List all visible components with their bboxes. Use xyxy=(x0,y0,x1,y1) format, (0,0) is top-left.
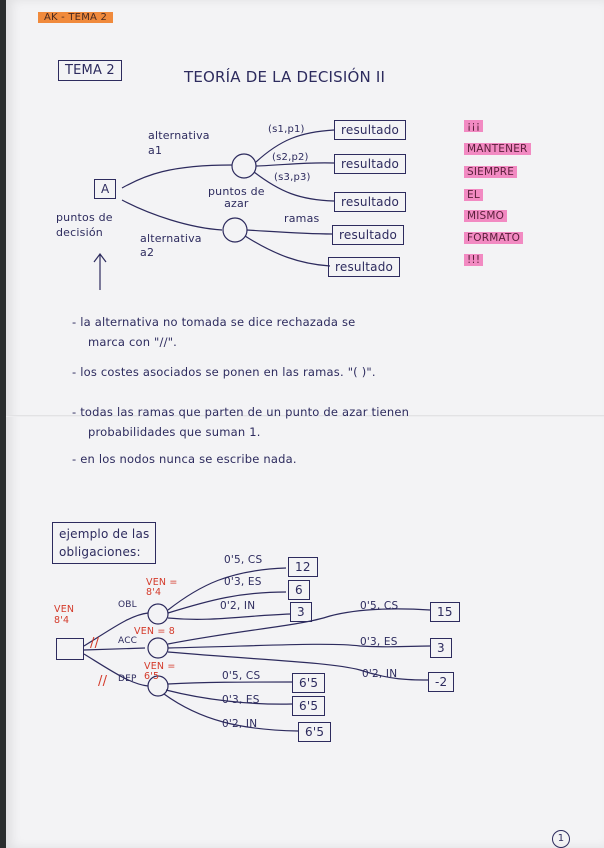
ven-acc: VEN = 8 xyxy=(134,626,176,637)
reminder-2: SIEMPRE xyxy=(464,166,518,178)
label-acc: ACC xyxy=(118,636,138,646)
note-4: - en los nodos nunca se escribe nada. xyxy=(72,452,297,466)
reject-mark-dep: // xyxy=(98,674,108,689)
obl-value-2: 6 xyxy=(288,580,310,600)
reminder-4: MISMO xyxy=(464,210,508,222)
notebook-page xyxy=(6,0,604,848)
obl-value-3: 3 xyxy=(290,602,312,622)
header-tag: AK - TEMA 2 xyxy=(38,12,114,23)
alt2-branch xyxy=(121,199,223,231)
chance-node-acc xyxy=(147,637,169,659)
acc-value-2: 3 xyxy=(430,638,452,658)
obl-branch-label-3: 0'2, IN xyxy=(220,600,256,612)
dep-branch-label-2: 0'3, ES xyxy=(222,694,260,706)
label-ramas: ramas xyxy=(284,212,320,225)
reject-mark-acc: // xyxy=(90,636,100,651)
branch-label-1: (s1,p1) xyxy=(268,124,305,135)
result-box-4: resultado xyxy=(332,225,405,245)
dep-branch-label-3: 0'2, IN xyxy=(222,718,258,730)
reminder-0: ¡¡¡ xyxy=(464,120,484,132)
reminder-6: !!! xyxy=(464,254,484,266)
reminder-1: MANTENER xyxy=(464,143,531,155)
dep-value-3: 6'5 xyxy=(298,722,332,742)
branch-label-2: (s2,p2) xyxy=(272,152,309,163)
chance-node-obl xyxy=(147,603,169,625)
note-3: - todas las ramas que parten de un punto… xyxy=(72,405,410,439)
note-2: - los costes asociados se ponen en las r… xyxy=(72,365,376,379)
page-fold xyxy=(6,415,604,417)
acc-branch-label-2: 0'3, ES xyxy=(360,636,398,648)
dep-value-2: 6'5 xyxy=(292,696,326,716)
acc-branch-label-1: 0'5, CS xyxy=(360,600,399,612)
obl-branch-label-2: 0'3, ES xyxy=(224,576,262,588)
chance-node-2 xyxy=(222,217,248,243)
result-box-3: resultado xyxy=(334,192,407,212)
reminder-5: FORMATO xyxy=(464,232,524,244)
acc-value-1: 15 xyxy=(430,602,460,622)
page-number: 1 xyxy=(552,830,570,848)
ven-obl: VEN =8'4 xyxy=(146,577,178,598)
title-box: TEMA 2 xyxy=(58,60,122,81)
chance-node-1 xyxy=(231,153,257,179)
arrow-up xyxy=(93,253,107,290)
label-obl: OBL xyxy=(118,600,137,610)
reminder-3: EL xyxy=(464,189,483,201)
obl-branch-label-1: 0'5, CS xyxy=(224,554,263,566)
result-box-2: resultado xyxy=(334,154,407,174)
result-box-1: resultado xyxy=(334,120,407,140)
branch-label-3: (s3,p3) xyxy=(274,172,311,183)
acc-value-3: -2 xyxy=(428,672,455,692)
acc-branch-label-3: 0'2, IN xyxy=(362,668,398,680)
decision-node-a: A xyxy=(94,179,117,199)
label-dep: DEP xyxy=(118,674,137,684)
ven-dep: VEN =6'5 xyxy=(144,661,176,682)
result-box-5: resultado xyxy=(328,257,401,277)
dep-value-1: 6'5 xyxy=(292,673,326,693)
chance-node-dep xyxy=(147,675,169,697)
decision-node-root xyxy=(56,638,84,660)
alt1-branch xyxy=(121,164,233,189)
note-1: - la alternativa no tomada se dice recha… xyxy=(72,315,356,349)
dep-branch-label-1: 0'5, CS xyxy=(222,670,261,682)
obl-value-1: 12 xyxy=(288,557,318,577)
page-title: TEORÍA DE LA DECISIÓN II xyxy=(184,68,386,86)
